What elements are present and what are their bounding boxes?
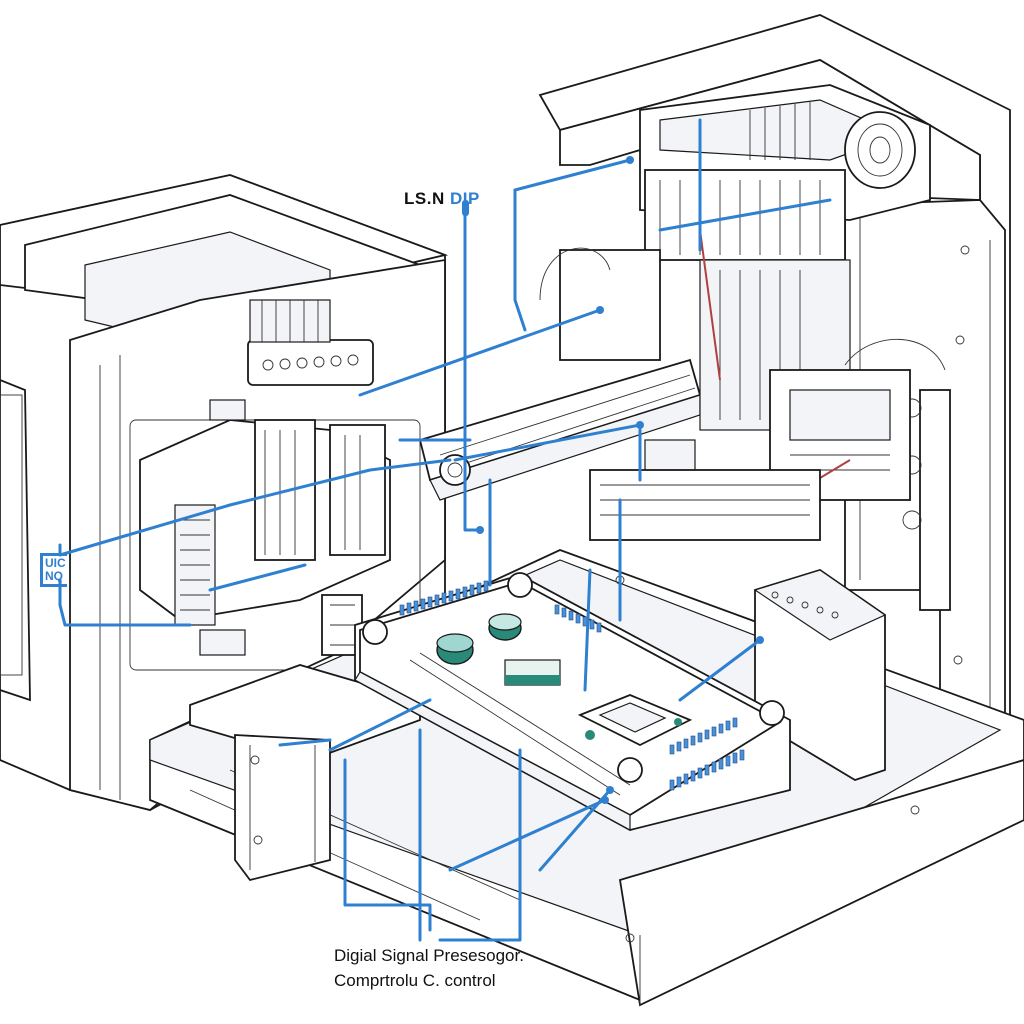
wire-to-caption [343, 758, 432, 932]
wire-terminal [601, 796, 609, 804]
side-label-line1: UIC [45, 556, 66, 570]
left-relay-bank [139, 299, 391, 656]
top-label: LS.N DIP [404, 189, 480, 209]
wire-terminal [626, 156, 634, 164]
caption-line2: Comprtrolu C. control [334, 971, 496, 990]
caption-line1: Digial Signal Presesogor. [334, 946, 524, 965]
front-support-bracket [189, 664, 421, 882]
main-control-board [354, 572, 791, 832]
caption: Digial Signal Presesogor. Comprtrolu C. … [334, 943, 524, 993]
wire-terminal [756, 636, 764, 644]
wire-board-to-bracket [678, 638, 762, 702]
top-label-blue: DIP [449, 189, 480, 208]
signal-wires [58, 118, 832, 942]
probe-tip-icon [462, 200, 469, 216]
upper-mechanism-assembly [539, 84, 946, 541]
wire-top-right [513, 158, 632, 192]
side-label: UIC NQ [40, 553, 67, 587]
wire-side-label [58, 458, 452, 557]
wire-relay-to-mech [358, 308, 602, 397]
top-label-dark: LS.N [404, 189, 445, 208]
pin-headers [399, 580, 745, 791]
wire-terminal [636, 421, 644, 429]
side-label-line2: NQ [45, 569, 63, 583]
wire-terminal [606, 786, 614, 794]
wire-top-loop [513, 188, 527, 332]
wire-terminal [476, 526, 484, 534]
wire-dip-down [463, 203, 482, 532]
wire-terminal [596, 306, 604, 314]
